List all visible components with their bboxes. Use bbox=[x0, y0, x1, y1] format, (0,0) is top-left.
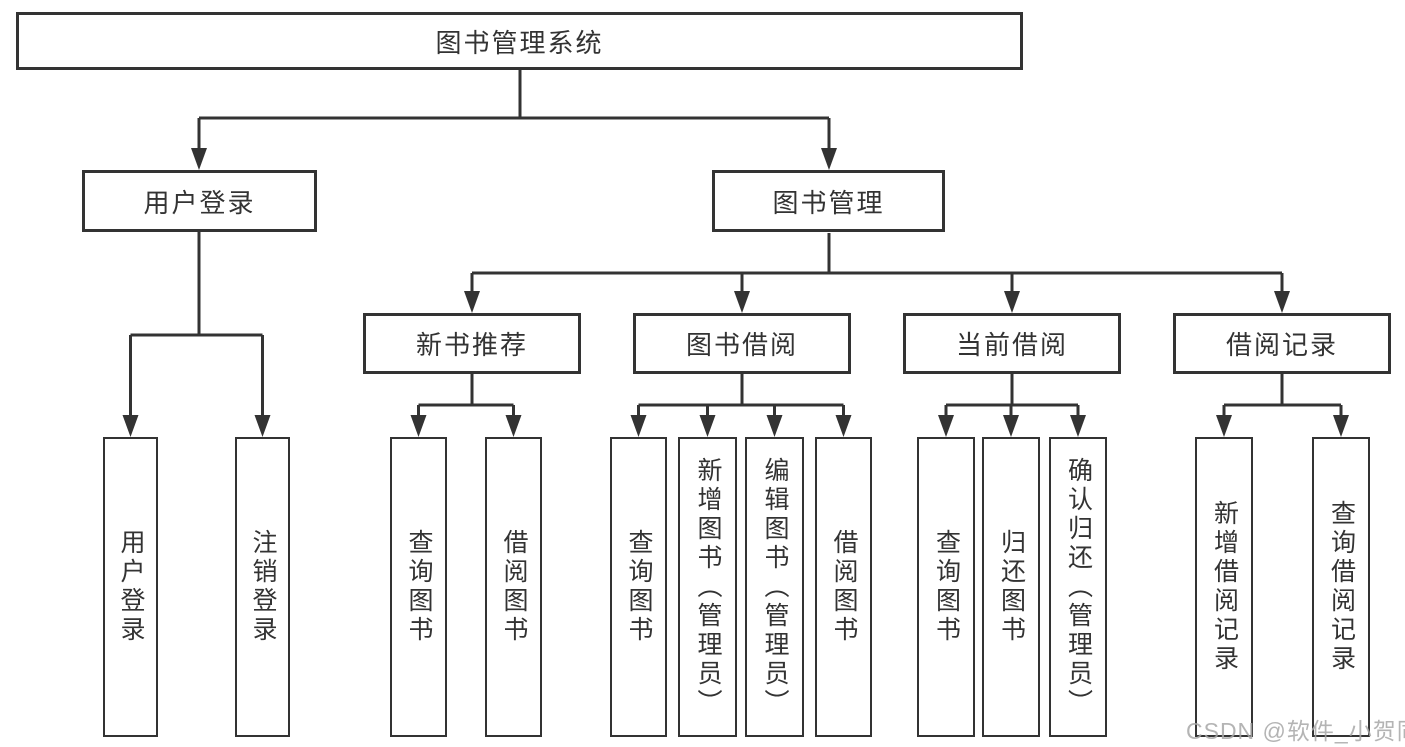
connector-root-to-level2 bbox=[197, 70, 831, 150]
arrowheads-level3 bbox=[464, 291, 1290, 313]
connector-book-borrow-children bbox=[637, 374, 845, 417]
node-current-borrowing-label: 当前借阅 bbox=[955, 330, 1068, 360]
node-root-label: 图书管理系统 bbox=[435, 27, 604, 58]
node-book-borrowing-label: 图书借阅 bbox=[685, 330, 798, 360]
node-book-management: 图书管理 bbox=[712, 170, 945, 232]
node-current-borrowing: 当前借阅 bbox=[903, 313, 1121, 374]
leaf-add-books-admin-label: 新增图书（管理员） bbox=[694, 456, 722, 718]
node-new-book-recommend-label: 新书推荐 bbox=[415, 330, 528, 360]
arrowheads-borrow-record-children bbox=[1216, 415, 1349, 437]
node-book-management-label: 图书管理 bbox=[772, 187, 885, 218]
leaf-query-books-2-label: 查询图书 bbox=[625, 529, 653, 645]
leaf-return-books-label: 归还图书 bbox=[997, 529, 1026, 645]
arrowheads-new-book-children bbox=[410, 415, 522, 437]
arrowheads-user-login-children bbox=[122, 415, 271, 437]
arrowheads-current-borrow-children bbox=[938, 415, 1086, 437]
leaf-edit-books-admin-label: 编辑图书（管理员） bbox=[761, 456, 789, 718]
leaf-query-books-3-label: 查询图书 bbox=[932, 529, 961, 645]
leaf-user-login: 用户登录 bbox=[103, 437, 158, 737]
arrowheads-book-borrow-children bbox=[630, 415, 852, 437]
leaf-query-books-1: 查询图书 bbox=[390, 437, 447, 737]
leaf-add-borrow-record-label: 新增借阅记录 bbox=[1210, 500, 1239, 674]
leaf-user-login-label: 用户登录 bbox=[117, 529, 145, 645]
leaf-query-books-3: 查询图书 bbox=[917, 437, 975, 737]
leaf-borrow-books-1: 借阅图书 bbox=[485, 437, 542, 737]
leaf-query-borrow-record-label: 查询借阅记录 bbox=[1327, 500, 1356, 674]
connector-book-mgmt-to-level3 bbox=[470, 233, 1284, 293]
node-new-book-recommend: 新书推荐 bbox=[363, 313, 581, 374]
node-user-login: 用户登录 bbox=[82, 170, 317, 232]
leaf-borrow-books-1-label: 借阅图书 bbox=[500, 529, 528, 645]
leaf-add-borrow-record: 新增借阅记录 bbox=[1195, 437, 1253, 737]
connector-new-book-children bbox=[417, 374, 515, 417]
leaf-return-books: 归还图书 bbox=[982, 437, 1040, 737]
node-book-borrowing: 图书借阅 bbox=[633, 313, 851, 374]
leaf-confirm-return-admin-label: 确认归还（管理员） bbox=[1064, 456, 1093, 718]
leaf-query-books-2: 查询图书 bbox=[610, 437, 667, 737]
connector-current-borrow-children bbox=[944, 374, 1080, 417]
connector-user-login-children bbox=[129, 232, 264, 417]
leaf-logout: 注销登录 bbox=[235, 437, 290, 737]
leaf-query-borrow-record: 查询借阅记录 bbox=[1312, 437, 1370, 737]
connector-borrow-record-children bbox=[1222, 374, 1343, 417]
node-root: 图书管理系统 bbox=[16, 12, 1023, 70]
leaf-confirm-return-admin: 确认归还（管理员） bbox=[1049, 437, 1107, 737]
leaf-add-books-admin: 新增图书（管理员） bbox=[678, 437, 737, 737]
leaf-borrow-books-2-label: 借阅图书 bbox=[830, 529, 858, 645]
csdn-watermark: CSDN @软件_小贺同学 bbox=[1186, 718, 1405, 744]
leaf-query-books-1-label: 查询图书 bbox=[405, 529, 433, 645]
node-user-login-label: 用户登录 bbox=[143, 187, 256, 218]
leaf-logout-label: 注销登录 bbox=[249, 529, 277, 645]
node-borrowing-records-label: 借阅记录 bbox=[1225, 330, 1338, 360]
arrowheads-level2 bbox=[191, 148, 837, 170]
leaf-edit-books-admin: 编辑图书（管理员） bbox=[745, 437, 804, 737]
node-borrowing-records: 借阅记录 bbox=[1173, 313, 1391, 374]
leaf-borrow-books-2: 借阅图书 bbox=[815, 437, 872, 737]
